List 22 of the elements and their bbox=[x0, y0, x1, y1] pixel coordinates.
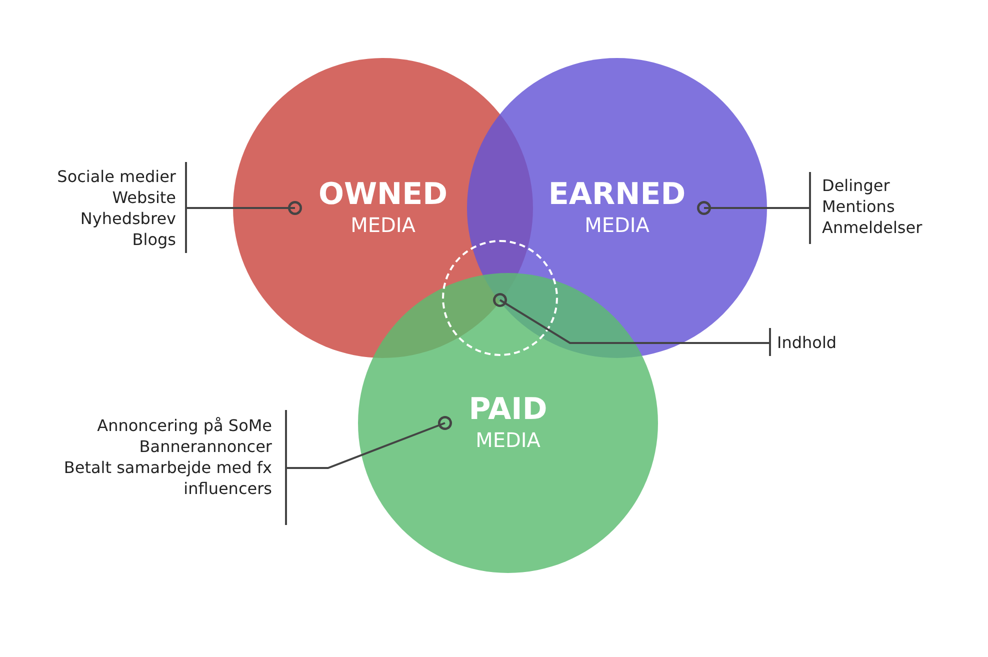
circle-heading: EARNED bbox=[548, 178, 686, 212]
list-item: Sociale medier bbox=[56, 166, 176, 187]
circle-subheading: MEDIA bbox=[584, 212, 650, 238]
list-item: Bannerannoncer bbox=[138, 436, 272, 457]
list-item: Website bbox=[111, 187, 176, 208]
circle-heading: OWNED bbox=[318, 178, 448, 212]
list-item: Betalt samarbejde med fx influencers bbox=[62, 457, 272, 499]
circle-subheading: MEDIA bbox=[350, 212, 416, 238]
list-item: Blogs bbox=[131, 229, 176, 250]
leader-line bbox=[186, 201, 302, 215]
list-item: Mentions bbox=[822, 196, 896, 217]
list-item: Nyhedsbrev bbox=[79, 208, 176, 229]
dashed-circle bbox=[442, 240, 558, 356]
circle-heading: PAID bbox=[468, 393, 548, 427]
list-item: Annoncering på SoMe bbox=[96, 415, 272, 436]
list-item: Delinger bbox=[822, 175, 891, 196]
leader-line bbox=[286, 416, 452, 469]
leader-line bbox=[697, 201, 810, 215]
circle-subheading: MEDIA bbox=[476, 427, 540, 453]
leader-line bbox=[493, 293, 770, 344]
list-item: Anmeldelser bbox=[822, 217, 924, 238]
list-item: Indhold bbox=[777, 332, 838, 353]
